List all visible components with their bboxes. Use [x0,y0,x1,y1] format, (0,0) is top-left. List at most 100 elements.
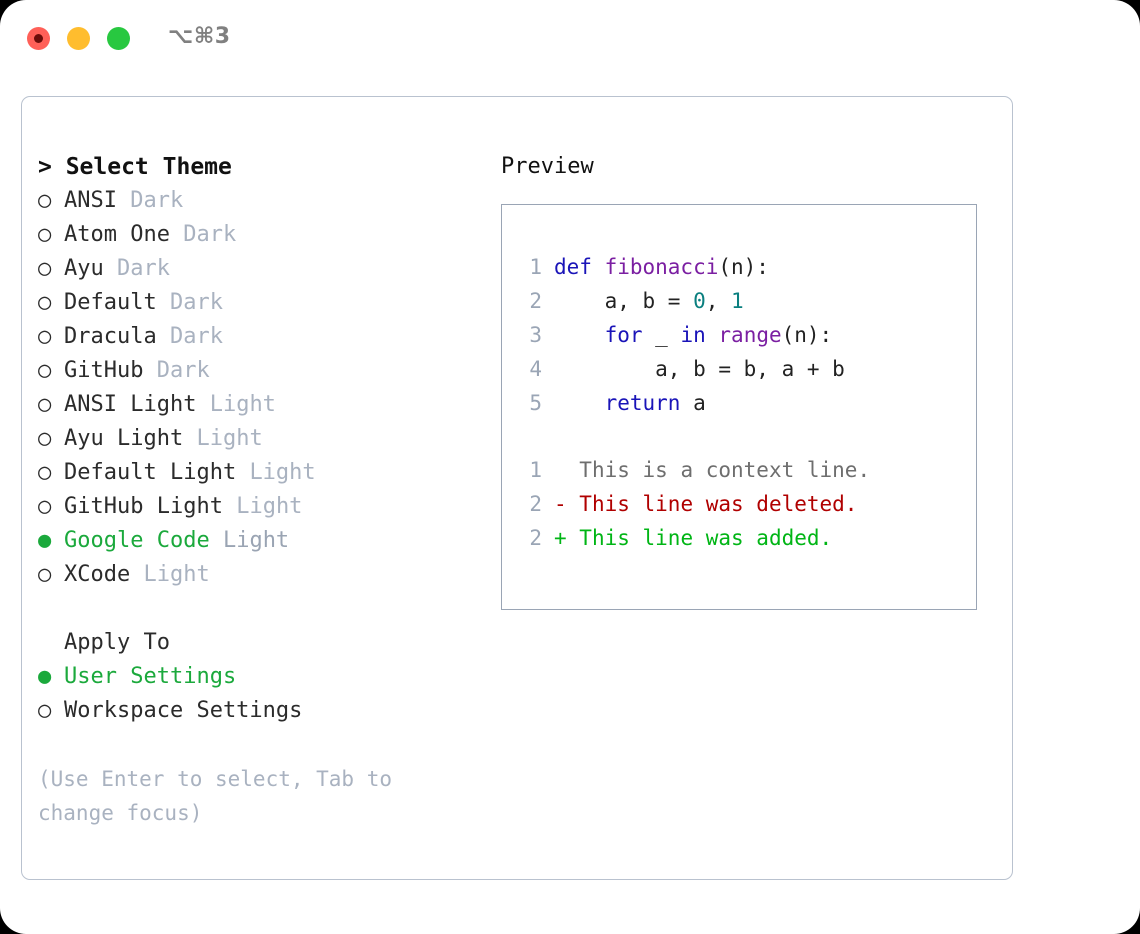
line-number: 2 [529,492,542,516]
code-token-punc: , [705,289,732,313]
line-number: 4 [529,357,542,381]
code-token-ident: _ [642,323,681,347]
apply-to-section: Apply To ● User Settings ○Workspace Settin… [38,626,478,728]
line-number: 3 [529,323,542,347]
diff-marker: + [554,526,567,550]
keyboard-hint-text: (Use Enter to select, Tab to change focu… [38,767,405,825]
diff-marker [554,458,567,482]
theme-option-default-light[interactable]: ○Default Light Light [38,456,478,490]
code-token-fn: range [718,323,782,347]
theme-option-variant: Dark [169,290,223,315]
line-number: 2 [529,289,542,313]
theme-option-label: ANSI Light [64,392,197,417]
theme-option-label: XCode [64,562,131,587]
theme-option-variant: Light [236,494,303,519]
theme-option-xcode[interactable]: ○XCode Light [38,558,478,592]
code-token-kw: def [554,255,605,279]
app-panel: > Select Theme ○ANSI Dark○Atom One Dark○… [21,96,1013,880]
radio-unselected-icon: ○ [38,256,52,281]
code-token-num: 1 [731,289,744,313]
maximize-window-button[interactable] [107,27,130,50]
code-token-punc: (n): [781,323,833,347]
radio-unselected-icon: ○ [38,222,52,247]
theme-option-ayu-light[interactable]: ○Ayu Light Light [38,422,478,456]
recording-indicator-icon [34,34,43,43]
theme-picker: > Select Theme ○ANSI Dark○Atom One Dark○… [38,150,478,830]
radio-unselected-icon: ○ [38,290,52,315]
code-token-kw: return [604,391,681,415]
radio-unselected-icon: ○ [38,426,52,451]
theme-option-dracula[interactable]: ○ Dracula Dark [38,320,478,354]
diff-sample: 1 This is a context line.2- This line wa… [520,453,970,555]
theme-option-variant: Light [209,392,276,417]
code-token-ident [554,391,605,415]
theme-option-atom-one[interactable]: ○ Atom One Dark [38,218,478,252]
theme-option-github[interactable]: ○GitHub Dark [38,354,478,388]
radio-unselected-icon: ○ [38,358,52,383]
theme-option-variant: Light [143,562,210,587]
theme-option-default[interactable]: ○Default Dark [38,286,478,320]
theme-option-label: Dracula [64,324,157,349]
line-number: 2 [529,526,542,550]
theme-option-variant: Dark [130,188,184,213]
code-token-ident [554,323,605,347]
apply-to-option-user-settings[interactable]: ● User Settings [38,660,478,694]
radio-selected-icon: ● [38,664,52,689]
code-line: 3 for _ in range(n): [520,318,970,352]
radio-unselected-icon: ○ [38,324,52,349]
diff-text: This line was deleted. [566,492,858,516]
code-token-ident: a [680,391,706,415]
apply-to-option-label: User Settings [64,664,237,689]
code-token-kw: for [604,323,643,347]
theme-option-label: Google Code [64,528,210,553]
theme-option-variant: Dark [183,222,237,247]
radio-unselected-icon: ○ [38,698,52,723]
theme-option-label: Default Light [64,460,237,485]
theme-option-label: Ayu [64,256,104,281]
apply-to-title: Apply To [64,630,170,655]
apply-to-option-workspace-settings[interactable]: ○Workspace Settings [38,694,478,728]
theme-option-label: ANSI [64,188,117,213]
radio-selected-icon: ● [38,528,52,553]
theme-option-variant: Light [222,528,290,553]
preview-heading: Preview [501,154,594,179]
theme-option-ayu[interactable]: ○ Ayu Dark [38,252,478,286]
radio-unselected-icon: ○ [38,392,52,417]
diff-line-ctx: 1 This is a context line. [520,453,970,487]
theme-option-variant: Dark [156,358,210,383]
code-token-num: 0 [693,289,706,313]
line-number: 1 [529,458,542,482]
code-line: 4 a, b = b, a + b [520,352,970,386]
theme-option-list: ○ANSI Dark○Atom One Dark○Ayu Dark○Defaul… [38,184,478,592]
theme-option-label: GitHub Light [64,494,223,519]
theme-option-label: Atom One [64,222,170,247]
code-token-ident: a, b = [554,289,694,313]
theme-option-variant: Dark [169,324,223,349]
theme-picker-title: > Select Theme [38,154,232,180]
radio-unselected-icon: ○ [38,494,52,519]
radio-unselected-icon: ○ [38,460,52,485]
keyboard-shortcut-label: ⌥⌘3 [168,24,231,49]
theme-option-variant: Dark [117,256,170,281]
code-token-kw: in [680,323,706,347]
line-number: 1 [529,255,542,279]
diff-text: This line was added. [566,526,833,550]
line-number: 5 [529,391,542,415]
theme-option-github-light[interactable]: ○ GitHub Light Light [38,490,478,524]
titlebar: ⌥⌘3 [0,0,1140,78]
radio-unselected-icon: ○ [38,188,52,213]
code-token-ident: a, b = b, a + b [554,357,845,381]
code-token-punc: (n): [718,255,769,279]
diff-line-add: 2 + This line was added. [520,521,970,555]
code-line: 5 return a [520,386,970,420]
theme-option-ansi-light[interactable]: ○ ANSI Light Light [38,388,478,422]
theme-option-google-code[interactable]: ● Google Code Light [38,524,478,558]
minimize-window-button[interactable] [67,27,90,50]
apply-to-option-list: ● User Settings ○Workspace Settings [38,660,478,728]
theme-option-ansi[interactable]: ○ ANSI Dark [38,184,478,218]
theme-option-label: Ayu Light [64,426,184,451]
